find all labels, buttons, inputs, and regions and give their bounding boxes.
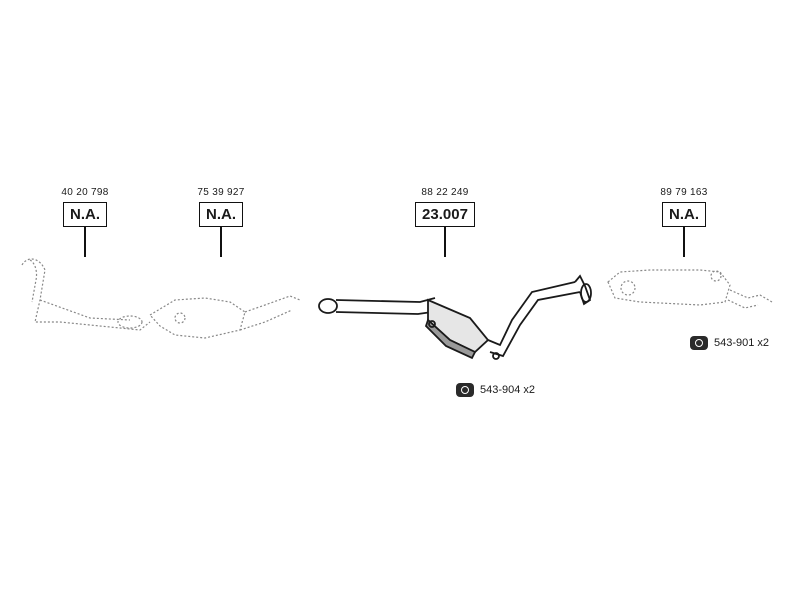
part-callout-1: 40 20 798 N.A.: [54, 187, 116, 257]
part-callout-3: 88 22 249 23.007: [405, 187, 485, 257]
part-code: 40 20 798: [61, 187, 109, 198]
part-callout-4: 89 79 163 N.A.: [653, 187, 715, 257]
front-pipe-dotted: [21, 258, 151, 331]
part-label-box: 23.007: [415, 202, 475, 227]
rear-silencer-dotted: [607, 269, 773, 309]
leader-line: [444, 227, 446, 257]
center-pipe-muffler: [318, 274, 592, 360]
part-code: 88 22 249: [421, 187, 469, 198]
fitting-label: 543-904 x2: [480, 384, 536, 396]
leader-line: [84, 227, 86, 257]
fitting-label: 543-901 x2: [714, 337, 770, 349]
clamp-icon: [690, 336, 708, 350]
part-label-box: N.A.: [199, 202, 243, 227]
leader-line: [220, 227, 222, 257]
part-label-box: N.A.: [63, 202, 107, 227]
fitting-543-904: 543-904 x2: [456, 383, 535, 397]
fitting-543-901: 543-901 x2: [690, 336, 769, 350]
part-label-box: N.A.: [662, 202, 706, 227]
catalyst-dotted: [149, 295, 301, 339]
clamp-icon: [456, 383, 474, 397]
leader-line: [683, 227, 685, 257]
part-code: 89 79 163: [660, 187, 708, 198]
part-callout-2: 75 39 927 N.A.: [190, 187, 252, 257]
part-code: 75 39 927: [197, 187, 245, 198]
